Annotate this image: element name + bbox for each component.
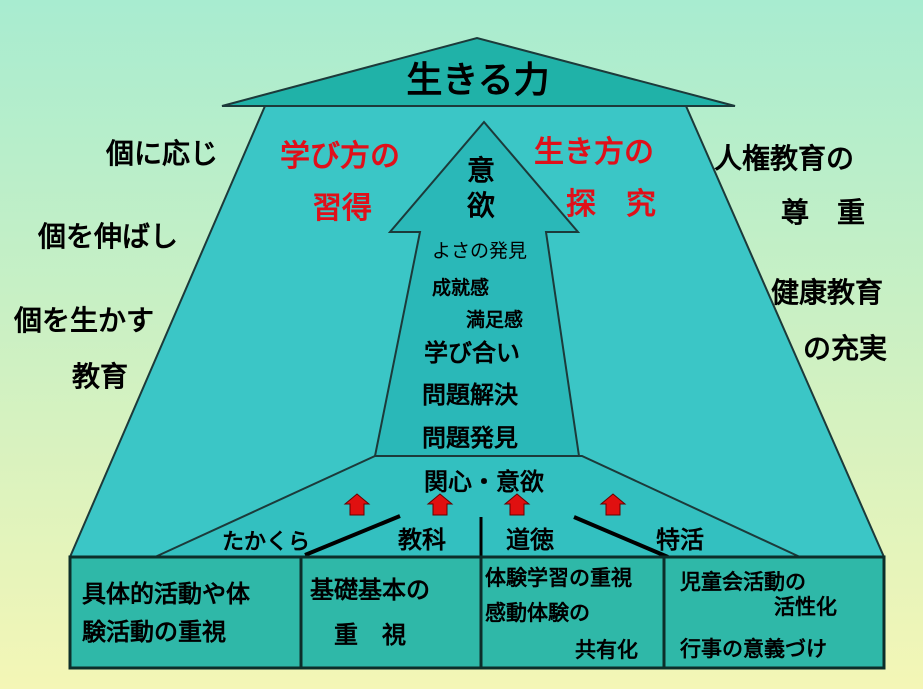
shaft-text: 問題解決 bbox=[422, 381, 519, 409]
shaft-text: 満足感 bbox=[466, 308, 523, 331]
right-label: 人権教育の bbox=[714, 142, 854, 175]
divider-line bbox=[573, 515, 669, 559]
box-text: 重 視 bbox=[334, 621, 406, 649]
right-label: の充実 bbox=[803, 332, 887, 365]
title-text: 生きる力 bbox=[406, 60, 549, 101]
motivation-arrow bbox=[373, 120, 581, 457]
box-text: 共有化 bbox=[575, 638, 638, 662]
red-label: 生き方の bbox=[534, 135, 654, 170]
shaft-text: 問題発見 bbox=[422, 424, 518, 452]
small-red-arrow bbox=[599, 493, 627, 516]
left-label: 個を生かす bbox=[13, 304, 154, 337]
foundation-label: 道徳 bbox=[506, 526, 554, 554]
box-text: 感動体験の bbox=[485, 601, 590, 625]
shaft-text: 成就感 bbox=[432, 276, 489, 299]
small-arrows bbox=[343, 493, 627, 516]
box-text: 験活動の重視 bbox=[82, 618, 226, 646]
box-text: 体験学習の重視 bbox=[485, 566, 632, 590]
box-text: 活性化 bbox=[774, 595, 837, 619]
box-text: 児童会活動の bbox=[679, 570, 806, 594]
box-text: 具体的活動や体 bbox=[82, 580, 251, 608]
foundation-label: たかくら bbox=[222, 530, 310, 555]
box-frame bbox=[68, 555, 886, 670]
red-label: 探 究 bbox=[566, 187, 656, 222]
divider-line bbox=[304, 514, 401, 557]
box-text: 行事の意義づけ bbox=[679, 637, 827, 661]
red-label: 学び方の bbox=[280, 139, 400, 174]
arrow-head-text: 欲 bbox=[466, 189, 495, 222]
arrow-head-text: 意 bbox=[467, 154, 495, 187]
right-label: 健康教育 bbox=[771, 276, 883, 309]
small-red-arrow bbox=[426, 493, 454, 516]
shaft-text: 学び合い bbox=[424, 339, 520, 367]
left-label: 個に応じ bbox=[105, 137, 218, 170]
small-red-arrow bbox=[343, 493, 371, 516]
shaft-text: よさの発見 bbox=[432, 240, 527, 262]
foundation-label: 教科 bbox=[398, 526, 446, 554]
left-label: 個を伸ばし bbox=[37, 220, 178, 253]
title-roof bbox=[221, 36, 736, 107]
foundation-label: 特活 bbox=[656, 526, 704, 554]
left-label: 教育 bbox=[72, 360, 128, 393]
red-label: 習得 bbox=[312, 191, 372, 226]
small-red-arrow bbox=[503, 493, 531, 516]
box-text: 基礎基本の bbox=[310, 576, 430, 604]
right-label: 尊 重 bbox=[781, 196, 865, 229]
base-label: 関心・意欲 bbox=[424, 468, 544, 496]
